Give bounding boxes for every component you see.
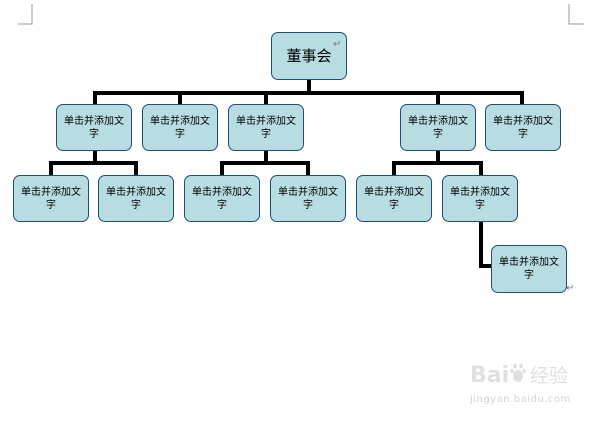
- page-corner-mark-left: [18, 4, 33, 25]
- org-node-row1-2[interactable]: 单击并添加文字: [142, 104, 218, 151]
- org-node-label: 单击并添加文字: [64, 115, 124, 140]
- org-node-row2-5[interactable]: 单击并添加文字: [356, 175, 432, 222]
- org-node-label: 单击并添加文字: [408, 115, 468, 140]
- org-node-row1-5[interactable]: 单击并添加文字: [485, 104, 561, 151]
- org-node-label: 单击并添加文字: [493, 115, 553, 140]
- org-node-label: 单击并添加文字: [499, 257, 559, 281]
- org-node-label: 单击并添加文字: [450, 186, 510, 211]
- org-node-row3-1[interactable]: 单击并添加文字: [491, 245, 567, 293]
- org-node-row2-4[interactable]: 单击并添加文字: [270, 175, 346, 222]
- org-node-row2-6[interactable]: 单击并添加文字: [442, 175, 518, 222]
- org-node-root-label: 董事会: [286, 47, 332, 65]
- org-node-label: 单击并添加文字: [364, 186, 424, 211]
- baidu-jingyan-watermark: Bai 经验 jingyan.baidu.com: [470, 358, 600, 410]
- baidu-paw-logo-icon: Bai 经验: [470, 363, 568, 388]
- org-node-row1-1[interactable]: 单击并添加文字: [56, 104, 132, 151]
- watermark-url: jingyan.baidu.com: [470, 394, 571, 405]
- org-node-label: 单击并添加文字: [106, 186, 166, 211]
- org-node-row2-2[interactable]: 单击并添加文字: [98, 175, 174, 222]
- org-node-label: 单击并添加文字: [236, 115, 296, 140]
- org-node-row2-1[interactable]: 单击并添加文字: [13, 175, 89, 222]
- org-node-label: 单击并添加文字: [150, 115, 210, 140]
- org-node-row1-4[interactable]: 单击并添加文字: [400, 104, 476, 151]
- org-node-label: 单击并添加文字: [278, 186, 338, 211]
- page-corner-mark-right: [568, 4, 584, 25]
- watermark-brand: Bai: [470, 363, 509, 388]
- paw-icon: [510, 363, 526, 382]
- org-node-root[interactable]: 董事会: [271, 32, 347, 80]
- org-node-row1-3[interactable]: 单击并添加文字: [228, 104, 304, 151]
- paragraph-mark-end: ↵: [566, 283, 575, 294]
- org-node-label: 单击并添加文字: [21, 186, 81, 211]
- org-node-row2-3[interactable]: 单击并添加文字: [184, 175, 260, 222]
- watermark-brand-cjk: 经验: [530, 365, 568, 387]
- org-node-label: 单击并添加文字: [192, 186, 252, 211]
- paragraph-mark: ↵: [333, 39, 342, 50]
